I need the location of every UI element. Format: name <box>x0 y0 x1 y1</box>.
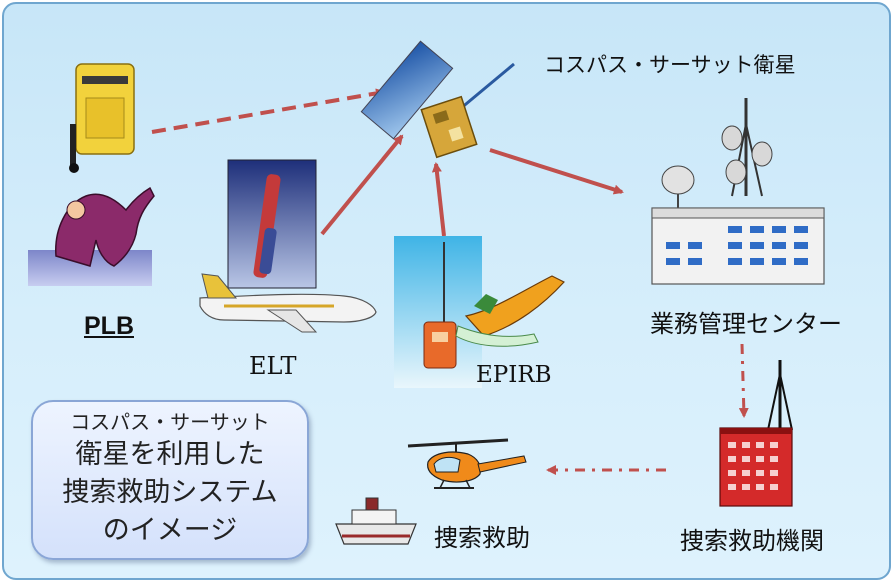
caption-line-2: 衛星を利用した <box>75 439 265 470</box>
ship-icon <box>335 497 417 545</box>
plb-beacon-icon <box>69 63 135 173</box>
boat-icon <box>455 275 565 347</box>
caption-line-1: コスパス・サーサット <box>70 410 270 434</box>
plb-label: PLB <box>84 312 134 340</box>
rescue-organization-label: 捜索救助機関 <box>680 527 824 555</box>
airplane-icon <box>199 273 377 333</box>
arrow-elt-to-satellite <box>320 134 404 236</box>
caption-line-4: のイメージ <box>102 515 238 546</box>
diagram-artwork <box>28 40 825 545</box>
mission-control-center-label: 業務管理センター <box>650 310 842 338</box>
epirb-label: EPIRB <box>476 362 552 388</box>
rescue-agency-building-icon <box>719 360 793 507</box>
helicopter-icon <box>407 438 527 489</box>
satellite-label: コスパス・サーサット衛星 <box>544 53 796 77</box>
caption-box: コスパス・サーサット 衛星を利用した 捜索救助システム のイメージ <box>31 400 309 560</box>
signal-arrows <box>151 88 749 475</box>
caption-line-3: 捜索救助システム <box>62 477 278 508</box>
arrow-epirb-to-satellite <box>431 162 446 237</box>
epirb-beacon-icon <box>394 236 482 388</box>
arrow-plb-to-satellite <box>151 88 386 134</box>
arrow-satellite-to-center <box>489 148 624 195</box>
elt-label: ELT <box>249 352 297 380</box>
control-center-building-icon <box>651 98 825 285</box>
search-and-rescue-label: 捜索救助 <box>434 524 530 552</box>
arrow-center-to-agency <box>738 343 749 418</box>
satellite-icon <box>360 40 515 159</box>
drowning-person-icon <box>28 186 155 286</box>
elt-beacon-icon <box>227 159 317 289</box>
